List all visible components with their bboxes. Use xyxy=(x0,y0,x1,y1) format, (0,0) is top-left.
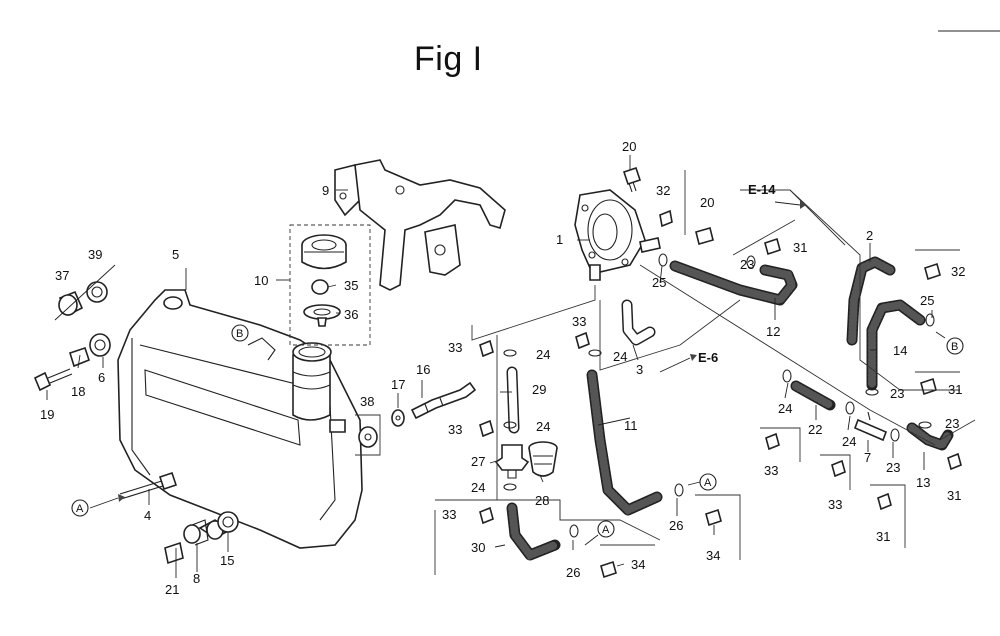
callout-13: 13 xyxy=(916,475,930,490)
callout-24d: 24 xyxy=(613,349,627,364)
callout-2: 2 xyxy=(866,228,873,243)
callout-14: 14 xyxy=(893,343,907,358)
callout-22: 22 xyxy=(808,422,822,437)
fuel-cock xyxy=(494,444,530,479)
callout-36: 36 xyxy=(344,307,358,322)
callout-21: 21 xyxy=(165,582,179,597)
callout-23b: 23 xyxy=(890,386,904,401)
marker-b-tank: B xyxy=(231,324,249,342)
callout-18: 18 xyxy=(71,384,85,399)
callout-1: 1 xyxy=(556,232,563,247)
callout-16: 16 xyxy=(416,362,430,377)
callout-19: 19 xyxy=(40,407,54,422)
ref-e14: E-14 xyxy=(748,182,776,197)
callout-27: 27 xyxy=(471,454,485,469)
left-small-parts xyxy=(33,264,239,565)
callout-7: 7 xyxy=(864,450,871,465)
callout-24c: 24 xyxy=(471,480,485,495)
callout-25b: 25 xyxy=(920,293,934,308)
callout-32b: 32 xyxy=(951,264,965,279)
callout-12: 12 xyxy=(766,324,780,339)
callout-10: 10 xyxy=(254,273,268,288)
callout-9: 9 xyxy=(322,183,329,198)
callout-28: 28 xyxy=(535,493,549,508)
callout-24b: 24 xyxy=(536,419,550,434)
callout-30: 30 xyxy=(471,540,485,555)
callout-numbers: 1 2 3 4 5 6 7 8 9 10 11 12 13 14 15 16 1… xyxy=(40,139,965,597)
callout-25a: 25 xyxy=(652,275,666,290)
fuel-cap-set xyxy=(289,224,371,346)
callout-37: 37 xyxy=(55,268,69,283)
callout-33a: 33 xyxy=(448,340,462,355)
hoses xyxy=(506,256,954,561)
callout-23c: 23 xyxy=(945,416,959,431)
callout-31a: 31 xyxy=(793,240,807,255)
callout-34b: 34 xyxy=(631,557,645,572)
callout-31c: 31 xyxy=(947,488,961,503)
joint-7 xyxy=(853,411,888,442)
figure-title: Fig I xyxy=(414,40,483,78)
callout-23d: 23 xyxy=(886,460,900,475)
screw-20b xyxy=(695,227,714,245)
callout-32a: 32 xyxy=(656,183,670,198)
callout-33f: 33 xyxy=(828,497,842,512)
callout-24e: 24 xyxy=(778,401,792,416)
callout-31b: 31 xyxy=(948,382,962,397)
callout-33e: 33 xyxy=(764,463,778,478)
svg-text:A: A xyxy=(602,524,610,536)
marker-a-mid: A xyxy=(597,520,615,538)
callout-39: 39 xyxy=(88,247,102,262)
svg-text:B: B xyxy=(236,328,243,340)
callout-34a: 34 xyxy=(706,548,720,563)
callout-20b: 20 xyxy=(700,195,714,210)
callout-24f: 24 xyxy=(842,434,856,449)
svg-text:A: A xyxy=(704,477,712,489)
callout-35: 35 xyxy=(344,278,358,293)
marker-a-right: A xyxy=(699,473,717,491)
callout-15: 15 xyxy=(220,553,234,568)
callout-33c: 33 xyxy=(442,507,456,522)
marker-a-left: A xyxy=(71,499,89,517)
fuel-pump xyxy=(574,189,661,281)
callout-29: 29 xyxy=(532,382,546,397)
ref-e6: E-6 xyxy=(698,350,718,365)
fuel-strainer xyxy=(528,441,558,477)
callout-11: 11 xyxy=(624,418,638,433)
callout-26a: 26 xyxy=(669,518,683,533)
callout-3: 3 xyxy=(636,362,643,377)
screw-20a xyxy=(622,166,642,193)
clamps xyxy=(479,209,962,579)
tank-joint-parts xyxy=(355,381,477,456)
callout-24a: 24 xyxy=(536,347,550,362)
callout-31d: 31 xyxy=(876,529,890,544)
callout-20a: 20 xyxy=(622,139,636,154)
fuel-tank xyxy=(117,289,363,549)
marker-b-right: B xyxy=(946,337,964,355)
leader-lines xyxy=(46,155,976,578)
callout-26b: 26 xyxy=(566,565,580,580)
callout-17: 17 xyxy=(391,377,405,392)
callout-6: 6 xyxy=(98,370,105,385)
ref-arrows xyxy=(89,200,946,546)
callout-23a: 23 xyxy=(740,257,754,272)
callout-8: 8 xyxy=(193,571,200,586)
callout-33b: 33 xyxy=(448,422,462,437)
callout-33d: 33 xyxy=(572,314,586,329)
svg-text:A: A xyxy=(76,503,84,515)
callout-5: 5 xyxy=(172,247,179,262)
svg-text:B: B xyxy=(951,341,958,353)
callout-38: 38 xyxy=(360,394,374,409)
callout-4: 4 xyxy=(144,508,151,523)
